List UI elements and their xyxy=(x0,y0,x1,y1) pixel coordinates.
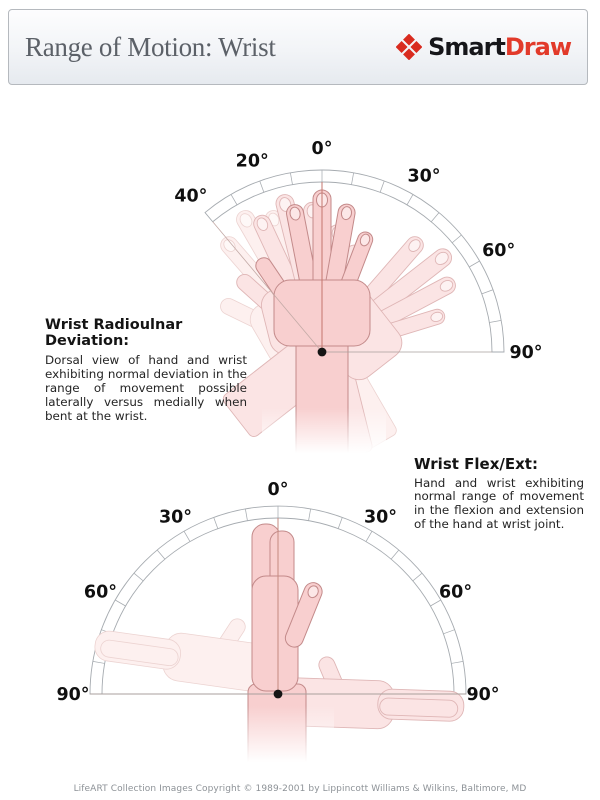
brand-text-smart: Smart xyxy=(428,33,506,61)
angle-label: 20° xyxy=(236,151,269,171)
smartdraw-diamonds-icon xyxy=(396,34,423,60)
angle-label: 30° xyxy=(364,507,397,527)
angle-label: 60° xyxy=(482,241,515,261)
angle-tick xyxy=(365,530,373,542)
angle-label: 90° xyxy=(466,685,499,705)
angle-tick xyxy=(308,508,312,521)
angle-tick xyxy=(390,549,400,560)
smartdraw-logo: SmartDraw xyxy=(396,33,572,61)
angle-tick xyxy=(412,572,423,582)
protractor-band xyxy=(204,169,505,353)
angle-label: 60° xyxy=(84,583,117,603)
angle-tick xyxy=(379,180,385,193)
angle-tick xyxy=(451,234,462,244)
forearm-fade-bottom-solid xyxy=(230,774,334,800)
header-bar: Range of Motion: Wrist SmartDraw xyxy=(8,9,588,85)
angle-tick xyxy=(489,320,502,323)
radioulnar-heading: Wrist Radioulnar Deviation: xyxy=(45,317,183,350)
angle-tick xyxy=(133,572,144,582)
flexext-heading: Wrist Flex/Ext: xyxy=(414,455,538,473)
angle-tick xyxy=(406,194,414,205)
radioulnar-caption: Wrist Radioulnar Deviation: Dorsal view … xyxy=(45,317,247,423)
copyright-text: LifeART Collection Images Copyright © 19… xyxy=(73,784,527,794)
angle-label: 0° xyxy=(268,480,289,500)
angle-label: 30° xyxy=(159,507,192,527)
angle-tick xyxy=(351,172,354,185)
angle-label: 40° xyxy=(174,187,207,207)
angle-tick xyxy=(430,212,440,223)
angle-tick xyxy=(469,260,480,268)
angle-tick xyxy=(259,180,265,193)
brand-text-draw: Draw xyxy=(504,33,572,61)
pointer-line xyxy=(212,221,323,353)
angle-tick xyxy=(244,508,248,521)
angle-tick xyxy=(183,530,191,542)
page-title: Range of Motion: Wrist xyxy=(25,31,276,62)
angle-tick xyxy=(430,599,442,607)
flexext-body: Hand and wrist exhibiting normal range o… xyxy=(414,475,584,531)
brand-wordmark: SmartDraw xyxy=(428,33,572,61)
angle-tick xyxy=(114,599,126,607)
angle-tick xyxy=(443,629,455,635)
angle-tick xyxy=(230,194,238,205)
angle-label: 60° xyxy=(439,583,472,603)
forearm-fade-bottom xyxy=(230,706,334,778)
angle-tick xyxy=(481,289,494,295)
angle-label: 0° xyxy=(312,139,333,159)
angle-tick xyxy=(451,660,464,664)
angle-tick xyxy=(156,549,166,560)
angle-tick xyxy=(213,517,219,529)
angle-tick xyxy=(290,172,293,185)
labels-layer: 40° 20° 0° 30° 60° 90° 0° 30° 30° 60° 60° 90° 90° xyxy=(56,139,542,705)
flexext-caption: Wrist Flex/Ext: Hand and wrist exhibitin… xyxy=(414,456,584,531)
angle-label: 90° xyxy=(509,343,542,363)
angle-label: 90° xyxy=(56,685,89,705)
forearm-fade-top xyxy=(262,408,386,466)
angle-label: 30° xyxy=(407,166,440,186)
pivot-dot xyxy=(317,347,327,357)
pivot-dot xyxy=(273,689,283,699)
angle-tick xyxy=(337,517,343,529)
radioulnar-body: Dorsal view of hand and wrist exhibiting… xyxy=(45,353,247,424)
angle-tick xyxy=(92,660,105,664)
